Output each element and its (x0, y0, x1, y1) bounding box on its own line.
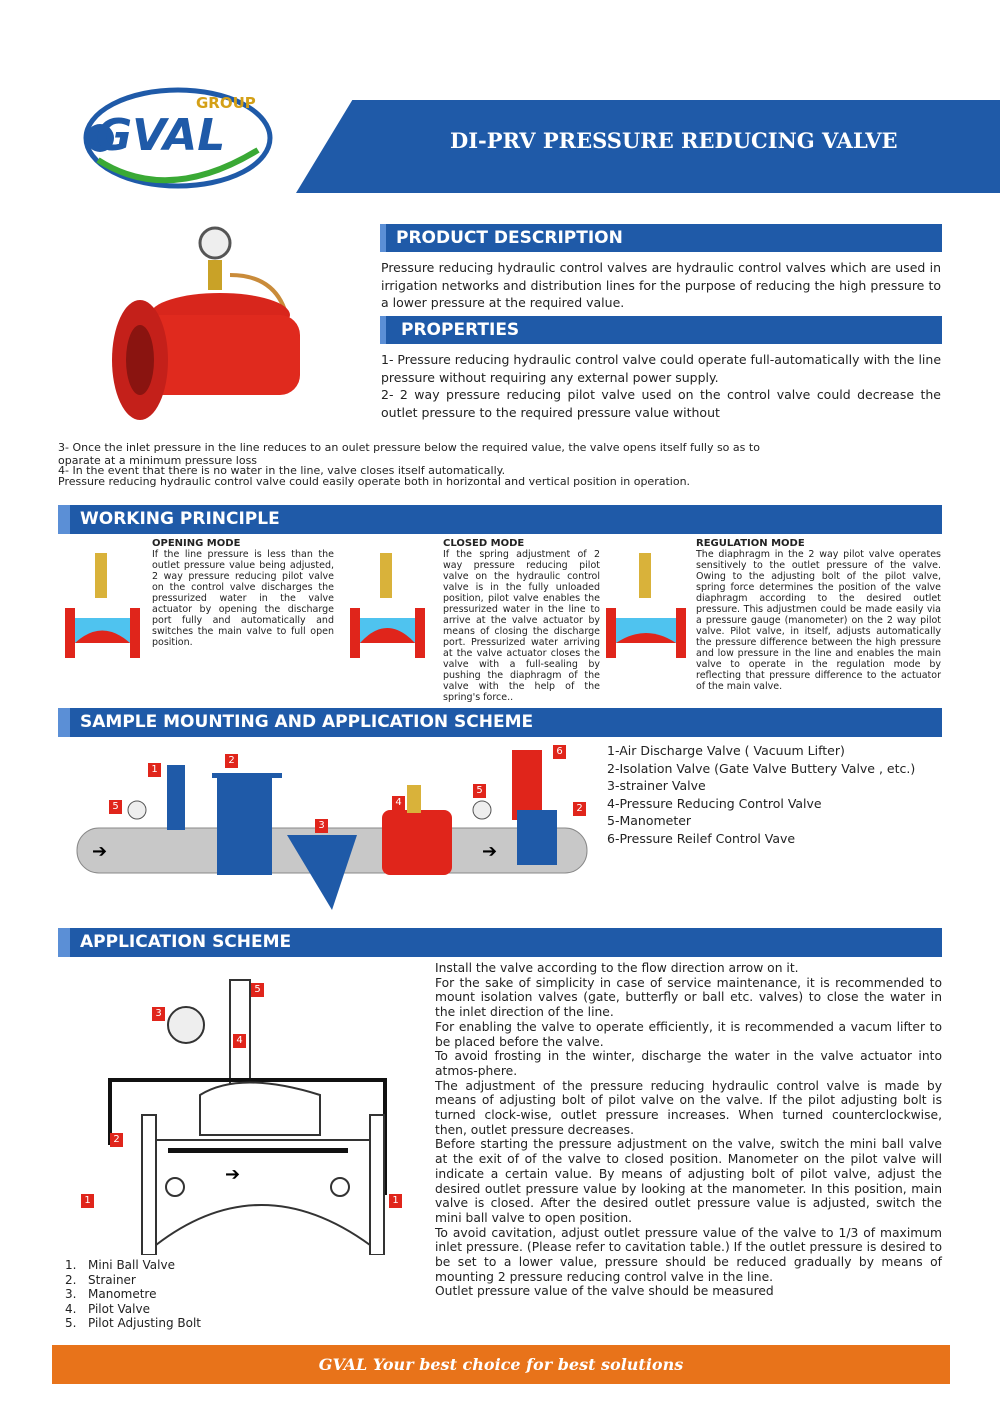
opening-mode-text: If the line pressure is less than the ou… (152, 549, 334, 648)
application-legend: 1.Mini Ball Valve 2.Strainer 3.Manometre… (65, 1258, 201, 1331)
instruction: Install the valve according to the flow … (435, 961, 799, 975)
instruction: To avoid cavitation, adjust outlet press… (435, 1225, 942, 1284)
application-instructions: Install the valve according to the flow … (435, 961, 942, 1299)
property-2: 2- 2 way pressure reducing pilot valve u… (381, 387, 941, 420)
title-banner (296, 100, 1000, 193)
section-product-description: PRODUCT DESCRIPTION (380, 224, 942, 252)
app-tag-5: 5 (251, 983, 264, 997)
section-properties: PROPERTIES (380, 316, 942, 344)
mounting-legend-item: 6-Pressure Reilef Control Vave (607, 830, 796, 846)
application-legend-item: 5.Pilot Adjusting Bolt (65, 1316, 201, 1330)
instruction: Before starting the pressure adjustment … (435, 1137, 942, 1225)
closed-mode-title: CLOSED MODE (443, 538, 525, 549)
closed-mode-diagram (350, 553, 425, 658)
mount-tag-1: 1 (148, 763, 161, 777)
mounting-scheme-diagram: ➔➔ (76, 750, 588, 910)
regulation-mode-diagram (606, 553, 686, 658)
product-image (110, 225, 310, 425)
mount-tag-3: 3 (315, 819, 328, 833)
product-description-text: Pressure reducing hydraulic control valv… (381, 260, 941, 310)
section-mounting: SAMPLE MOUNTING AND APPLICATION SCHEME (58, 708, 942, 737)
app-tag-3: 3 (152, 1007, 165, 1021)
app-tag-1a: 1 (81, 1194, 94, 1208)
app-tag-1b: 1 (389, 1194, 402, 1208)
mount-tag-5b: 5 (473, 784, 486, 798)
property-5: Pressure reducing hydraulic control valv… (58, 475, 691, 488)
application-legend-item: 3.Manometre (65, 1287, 157, 1301)
regulation-mode-title: REGULATION MODE (696, 538, 805, 549)
instruction: To avoid frosting in the winter, dischar… (435, 1049, 942, 1078)
instruction: For the sake of simplicity in case of se… (435, 975, 942, 1020)
instruction: The adjustment of the pressure reducing … (435, 1078, 942, 1137)
mounting-legend-item: 3-strainer Valve (607, 778, 706, 793)
flow-arrow-icon: ➔ (92, 841, 107, 862)
app-tag-2: 2 (110, 1133, 123, 1147)
mount-tag-6: 6 (553, 745, 566, 759)
application-scheme-diagram: ➔ (108, 979, 387, 1255)
regulation-mode-text: The diaphragm in the 2 way pilot valve o… (696, 549, 941, 692)
logo-brand: GVAL (96, 110, 226, 161)
logo-group: GROUP (196, 94, 256, 112)
section-working-principle: WORKING PRINCIPLE (58, 505, 942, 534)
mounting-legend: 1-Air Discharge Valve ( Vacuum Lifter) 2… (607, 742, 915, 847)
instruction: For enabling the valve to operate effici… (435, 1019, 942, 1049)
logo-swoosh-icon (83, 87, 273, 189)
logo: GROUP GVAL (78, 80, 273, 192)
mount-tag-2b: 2 (573, 802, 586, 816)
mounting-legend-item: 1-Air Discharge Valve ( Vacuum Lifter) (607, 743, 845, 758)
mounting-legend-item: 4-Pressure Reducing Control Valve (607, 795, 822, 811)
mounting-legend-item: 5-Manometer (607, 813, 692, 828)
mount-tag-4: 4 (392, 796, 405, 810)
application-legend-item: 1.Mini Ball Valve (65, 1258, 175, 1272)
property-4: 4- In the event that there is no water i… (58, 464, 506, 477)
application-legend-item: 4.Pilot Valve (65, 1301, 150, 1316)
footer-slogan: GVAL Your best choice for best solutions (52, 1345, 950, 1384)
instruction: Outlet pressure value of the valve shoul… (435, 1284, 774, 1299)
property-1: 1- Pressure reducing hydraulic control v… (381, 352, 942, 385)
page-title: DI-PRV PRESSURE REDUCING VALVE (450, 128, 898, 153)
flow-arrow-icon-3: ➔ (225, 1164, 240, 1185)
section-application: APPLICATION SCHEME (58, 928, 942, 957)
opening-mode-diagram (65, 553, 140, 658)
flow-arrow-icon-2: ➔ (482, 841, 497, 862)
mounting-legend-item: 2-Isolation Valve (Gate Valve Buttery Va… (607, 760, 916, 776)
mount-tag-5a: 5 (109, 800, 122, 814)
opening-mode-title: OPENING MODE (152, 538, 241, 549)
closed-mode-text: If the spring adjustment of 2 way pressu… (443, 549, 600, 703)
app-tag-4: 4 (233, 1034, 246, 1048)
mount-tag-2: 2 (225, 754, 238, 768)
property-3: 3- Once the inlet pressure in the line r… (58, 441, 760, 467)
application-legend-item: 2.Strainer (65, 1272, 136, 1287)
